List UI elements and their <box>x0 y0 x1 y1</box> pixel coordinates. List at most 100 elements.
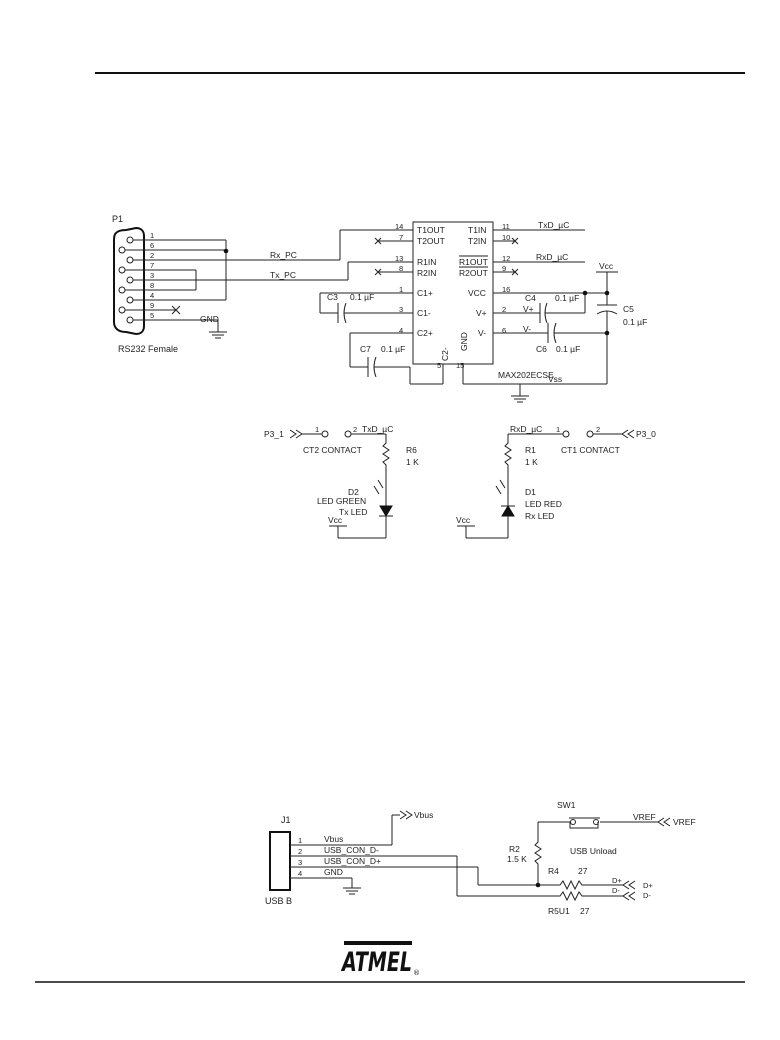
p1-pin-number: 3 <box>150 271 154 280</box>
junction-dot <box>604 290 610 296</box>
p3-0-port-label: P3_0 <box>636 429 656 439</box>
rs232-signal-wires <box>339 229 413 280</box>
p1-pin-number: 4 <box>150 291 154 300</box>
contact-pin-number: 1 <box>315 425 319 434</box>
light-rays-icon <box>495 479 506 495</box>
ic-pin-number: 16 <box>502 285 510 294</box>
vcc-net-label: Vcc <box>328 515 343 525</box>
gnd-net-label: GND <box>200 314 219 324</box>
sw1-ref: SW1 <box>557 800 576 810</box>
port-arrow-icon <box>399 810 413 820</box>
ic-pin-number: 1 <box>399 285 403 294</box>
usb-b-connector <box>269 831 291 891</box>
j1-net-label: USB_CON_D+ <box>324 856 381 866</box>
switch-contact <box>593 819 599 825</box>
junction-dot <box>535 882 541 888</box>
c7-value: 0.1 µF <box>381 344 405 354</box>
r6-resistor <box>382 434 390 506</box>
r2-resistor <box>534 836 542 885</box>
logo-wordmark: ATMEL <box>341 947 412 978</box>
r1-ref: R1 <box>525 445 536 455</box>
j1-net-label: Vbus <box>324 834 343 844</box>
ic-right-wires <box>493 229 607 334</box>
dplus-net-label: D+ <box>612 876 622 885</box>
ic-pin-number: 12 <box>502 254 510 263</box>
p1-ref: P1 <box>112 214 123 224</box>
ic-pin-number: 6 <box>502 326 506 335</box>
r5-ref: R5U1 <box>548 906 570 916</box>
c7-capacitor <box>349 332 444 385</box>
port-arrow-icon <box>622 880 636 890</box>
p1-pin-number: 7 <box>150 261 154 270</box>
port-arrow-icon <box>289 429 303 439</box>
ic-pin-number: 15 <box>456 361 464 370</box>
rxd-net-label: RxD_µC <box>510 424 542 434</box>
rx-pc-net-label: Rx_PC <box>270 250 297 260</box>
j1-pin-number: 1 <box>298 836 302 845</box>
vss-net-label: Vss <box>548 374 562 384</box>
ic-pin-label: T1IN <box>468 225 486 235</box>
contact-terminal <box>562 430 570 438</box>
rs232-schematic: P1 <box>112 214 647 403</box>
vbus-port-label: Vbus <box>414 810 433 820</box>
db9-pin-leads <box>125 239 348 332</box>
c3-capacitor <box>319 292 413 324</box>
ic-pin-label: V- <box>478 328 486 338</box>
p1-pin-number: 9 <box>150 301 154 310</box>
p1-pin-number: 8 <box>150 281 154 290</box>
d2-led-icon <box>379 505 393 517</box>
j1-net-label: USB_CON_D- <box>324 845 379 855</box>
dminus-net-label: D- <box>612 886 620 895</box>
ic-pin-label: R1IN <box>417 257 436 267</box>
d2-function: Tx LED <box>339 507 367 517</box>
d2-ref: D2 <box>348 487 359 497</box>
d1-function: Rx LED <box>525 511 554 521</box>
j1-pin-number: 4 <box>298 869 302 878</box>
no-connect-mark <box>511 237 519 276</box>
registered-mark: ® <box>413 969 420 977</box>
vref-net-label: VREF <box>633 812 656 822</box>
junction-dot <box>223 248 229 254</box>
switch-contact <box>570 819 576 825</box>
ic-pin-number: 9 <box>502 264 506 273</box>
db9-connector-shell <box>113 226 145 336</box>
ic-pin-label: GND <box>459 332 469 351</box>
p1-pin-number: 6 <box>150 241 154 250</box>
ic-pin-number: 3 <box>399 305 403 314</box>
no-connect-mark <box>374 237 382 276</box>
c6-pin-label: V- <box>523 324 531 334</box>
ic-pin-label: VCC <box>468 288 486 298</box>
ic-pin-label: C2- <box>440 347 450 361</box>
r5-value: 27 <box>580 906 590 916</box>
p3-1-port-label: P3_1 <box>264 429 284 439</box>
r4-ref: R4 <box>548 866 559 876</box>
dplus-port-label: D+ <box>643 881 653 890</box>
ic-pin-label: V+ <box>476 308 487 318</box>
j1-pin-number: 2 <box>298 847 302 856</box>
contact-terminal <box>586 430 594 438</box>
r6-value: 1 K <box>406 457 419 467</box>
ic-pin-number: 7 <box>399 233 403 242</box>
r4-value: 27 <box>578 866 588 876</box>
vcc-net-label: Vcc <box>456 515 471 525</box>
vcc-net-label: Vcc <box>599 261 614 271</box>
ic-pin-label: T1OUT <box>417 225 445 235</box>
j1-ref: J1 <box>281 815 291 825</box>
ic-pin-label: R2IN <box>417 268 436 278</box>
ic-pin-number: 5 <box>437 361 441 370</box>
r2-value: 1.5 K <box>507 854 527 864</box>
ic-pin-label: R2OUT <box>459 268 488 278</box>
ic-pin-label: T2IN <box>468 236 486 246</box>
junction-dot <box>604 330 610 336</box>
ic-pin-label: R1OUT <box>459 257 488 267</box>
j1-net-label: GND <box>324 867 343 877</box>
r2-ref: R2 <box>509 844 520 854</box>
ic-pin-number: 13 <box>395 254 403 263</box>
j1-pin-number: 3 <box>298 858 302 867</box>
c5-ref: C5 <box>623 304 634 314</box>
contact-terminal <box>344 430 352 438</box>
ic-pin-number: 8 <box>399 264 403 273</box>
sw1-switch <box>569 822 599 829</box>
contact-pin-number: 2 <box>353 425 357 434</box>
